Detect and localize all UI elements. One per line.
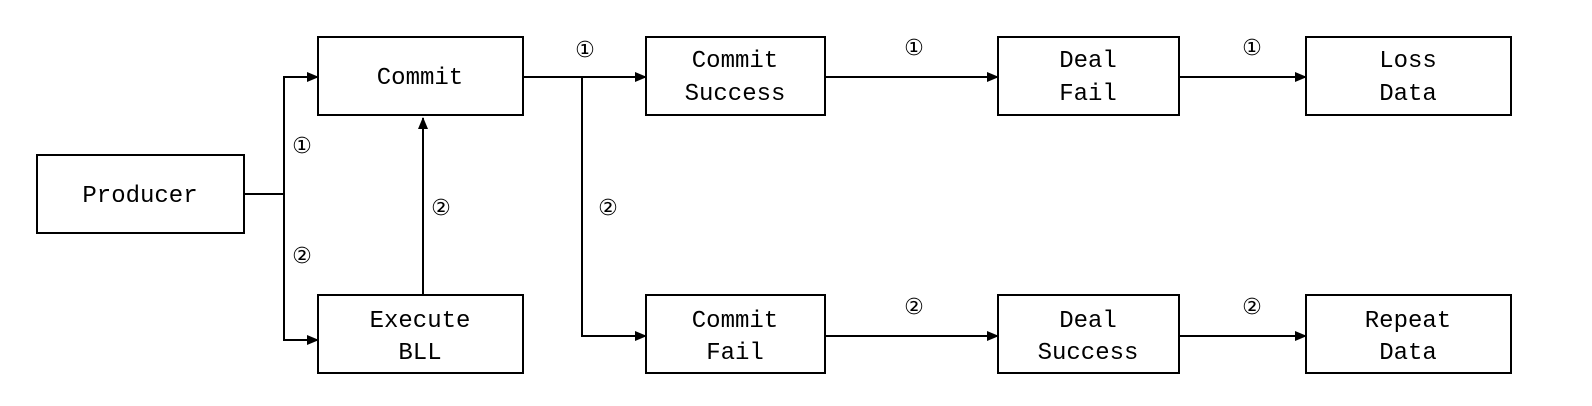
node-commit-fail-line1: Commit	[692, 308, 778, 335]
label-path2-execute-commit: ②	[431, 196, 451, 221]
label-path2-deal-success: ②	[904, 295, 924, 320]
node-producer-label: Producer	[82, 183, 197, 210]
label-path1-commit-success: ①	[575, 38, 595, 63]
node-deal-fail-line2: Fail	[1059, 81, 1117, 108]
node-repeat-data-line2: Data	[1379, 340, 1437, 367]
node-deal-fail-line1: Deal	[1059, 48, 1117, 75]
label-path1-deal-fail: ①	[904, 36, 924, 61]
edge-producer-to-commit	[283, 72, 319, 194]
node-execute-bll-line1: Execute	[370, 308, 471, 335]
label-path2-repeat-data: ②	[1242, 295, 1262, 320]
node-commit-label: Commit	[377, 65, 463, 92]
node-loss-data-line1: Loss	[1379, 48, 1437, 75]
edges	[244, 72, 1307, 345]
label-path2-commit-fail: ②	[598, 196, 618, 221]
node-repeat-data-line1: Repeat	[1365, 308, 1451, 335]
node-commit-success-line2: Success	[685, 81, 786, 108]
node-commit-success-line1: Commit	[692, 48, 778, 75]
edge-commit-to-commit-fail	[581, 77, 647, 341]
label-path2-producer-execute: ②	[292, 244, 312, 269]
node-commit-success: Commit Success	[645, 36, 826, 116]
node-repeat-data: Repeat Data	[1305, 294, 1512, 374]
node-commit-fail-line2: Fail	[706, 340, 764, 367]
path-labels: ① ② ② ① ② ① ① ② ②	[292, 36, 1262, 320]
node-producer: Producer	[36, 154, 245, 234]
label-path1-producer-commit: ①	[292, 134, 312, 159]
node-commit: Commit	[317, 36, 524, 116]
node-execute-bll: Execute BLL	[317, 294, 524, 374]
node-deal-success-line1: Deal	[1059, 308, 1117, 335]
edge-producer-to-execute-bll	[283, 194, 319, 345]
node-loss-data: Loss Data	[1305, 36, 1512, 116]
node-commit-fail: Commit Fail	[645, 294, 826, 374]
node-deal-success-line2: Success	[1038, 340, 1139, 367]
label-path1-loss-data: ①	[1242, 36, 1262, 61]
node-deal-success: Deal Success	[997, 294, 1180, 374]
node-deal-fail: Deal Fail	[997, 36, 1180, 116]
node-execute-bll-line2: BLL	[398, 340, 441, 367]
node-loss-data-line2: Data	[1379, 81, 1437, 108]
